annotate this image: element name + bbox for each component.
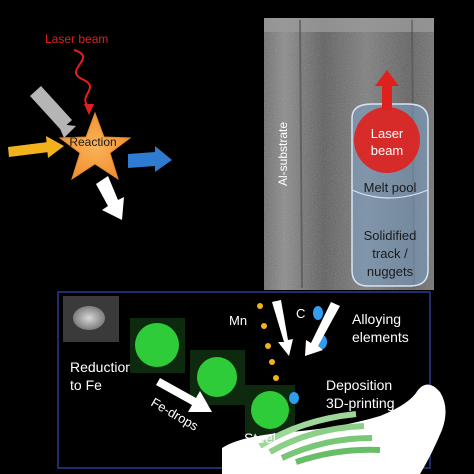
c-dot xyxy=(289,392,299,404)
reaction-star xyxy=(58,111,132,181)
scan-direction-arrowhead xyxy=(375,70,399,86)
fe-particle-2 xyxy=(197,357,237,397)
reduction-label-line1: Reduction xyxy=(70,359,133,375)
track-label-line2: track / xyxy=(372,246,408,261)
mn-arrow xyxy=(272,300,293,356)
mn-dot xyxy=(265,343,271,349)
yellow-input-arrowhead xyxy=(46,136,64,158)
gray-input-arrow xyxy=(30,86,72,130)
deposited-layer xyxy=(268,423,365,455)
c-label: C xyxy=(296,306,305,321)
scan-direction-arrow xyxy=(382,84,392,110)
al-substrate-label: Al-substrate xyxy=(276,122,290,186)
deposited-layers xyxy=(258,411,381,465)
melt-pool-label: Melt pool xyxy=(364,180,417,195)
track-label-line3: nuggets xyxy=(367,264,414,279)
mn-dot xyxy=(273,375,279,381)
mn-dot xyxy=(257,303,263,309)
c-arrow xyxy=(305,302,340,356)
white-output-arrow xyxy=(96,176,124,220)
laser-beam-label: Laser beam xyxy=(45,32,108,46)
process-panel: Reduction to Fe Fe-drops Mn C Alloying e… xyxy=(57,291,446,474)
reaction-panel: Laser beam Reaction xyxy=(8,32,172,220)
mn-dots xyxy=(257,303,279,381)
substrate-panel: Al-substrate Laser beam Melt pool Solidi… xyxy=(264,18,434,290)
laser-beam-spot xyxy=(354,107,420,173)
alloying-label-line1: Alloying xyxy=(352,311,401,327)
laser-beam-spot-label-line1: Laser xyxy=(371,126,404,141)
melt-pool-boundary xyxy=(351,189,429,199)
fe-particle-steel xyxy=(251,391,289,429)
mn-dot xyxy=(261,323,267,329)
substrate-scratch xyxy=(299,19,303,289)
deposition-label-line2: 3D-printing xyxy=(326,395,394,411)
deposited-layer xyxy=(295,446,381,465)
fe-drops-arrow xyxy=(156,378,212,412)
deposition-label-line1: Deposition xyxy=(326,377,392,393)
mn-label: Mn xyxy=(229,313,247,328)
blue-output-arrow xyxy=(128,146,172,172)
sem-particle xyxy=(73,306,105,330)
substrate-top-edge xyxy=(264,18,434,32)
steel-label: Steel xyxy=(244,430,276,446)
track-label-line1: Solidified xyxy=(364,228,417,243)
laser-beam-arrowhead xyxy=(84,104,94,115)
mn-dot xyxy=(269,359,275,365)
yellow-input-arrow xyxy=(8,142,49,157)
laser-beam-wave xyxy=(73,49,91,107)
alloying-label-line2: elements xyxy=(352,329,409,345)
deposited-layer xyxy=(258,411,357,449)
deposited-layer xyxy=(280,435,373,461)
c-dot xyxy=(313,306,323,320)
gray-input-arrowhead xyxy=(58,124,76,138)
reaction-label: Reaction xyxy=(69,135,116,149)
reduction-label-line2: to Fe xyxy=(70,377,102,393)
fe-particle-1 xyxy=(135,323,179,367)
laser-beam-spot-label-line2: beam xyxy=(371,143,404,158)
